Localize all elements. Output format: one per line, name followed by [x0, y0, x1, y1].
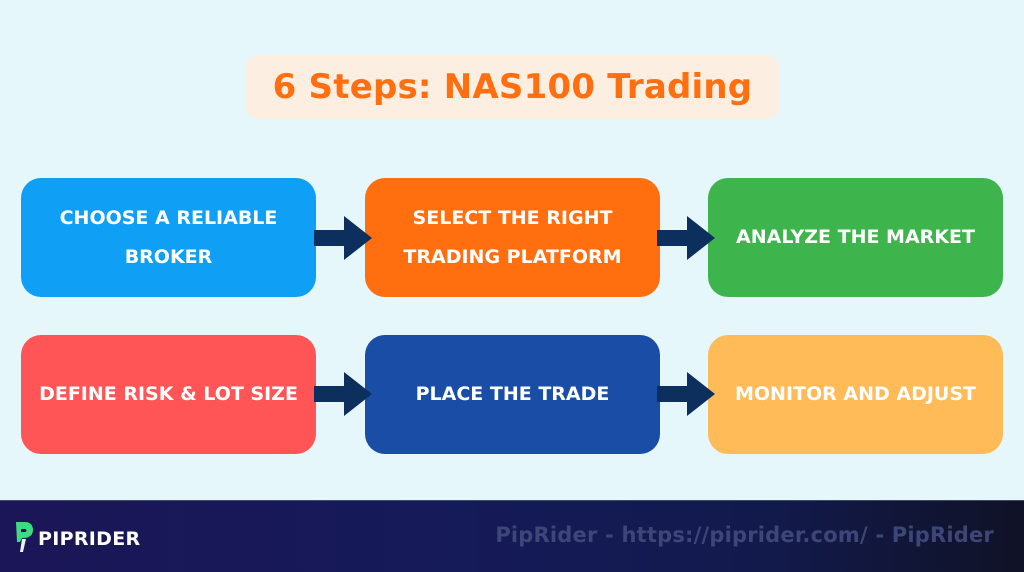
step-3-label: ANALYZE THE MARKET	[736, 226, 975, 248]
step-5-box: PLACE THE TRADE	[365, 335, 660, 454]
step-6-box: MONITOR AND ADJUST	[708, 335, 1003, 454]
piprider-p-logo-icon	[14, 520, 34, 558]
step-2-label: SELECT THE RIGHT TRADING PLATFORM	[403, 206, 622, 268]
footer-bar: PIPRIDER PipRider - https://piprider.com…	[0, 500, 1024, 572]
step-1-label: CHOOSE A RELIABLE BROKER	[59, 206, 278, 268]
title-banner: 6 Steps: NAS100 Trading	[245, 55, 780, 119]
arrow-right-icon	[314, 372, 372, 416]
arrow-right-icon	[657, 372, 715, 416]
arrow-right-icon	[657, 216, 715, 260]
step-4-label: DEFINE RISK & LOT SIZE	[39, 383, 298, 405]
page-title: 6 Steps: NAS100 Trading	[272, 67, 753, 107]
piprider-logo[interactable]: PIPRIDER	[14, 520, 140, 558]
step-1-box: CHOOSE A RELIABLE BROKER	[21, 178, 316, 297]
watermark-text: PipRider - https://piprider.com/ - PipRi…	[495, 523, 994, 547]
step-6-label: MONITOR AND ADJUST	[735, 383, 976, 405]
step-3-box: ANALYZE THE MARKET	[708, 178, 1003, 297]
logo-text: PIPRIDER	[38, 528, 141, 550]
step-4-box: DEFINE RISK & LOT SIZE	[21, 335, 316, 454]
arrow-right-icon	[314, 216, 372, 260]
step-2-box: SELECT THE RIGHT TRADING PLATFORM	[365, 178, 660, 297]
step-5-label: PLACE THE TRADE	[415, 383, 610, 405]
